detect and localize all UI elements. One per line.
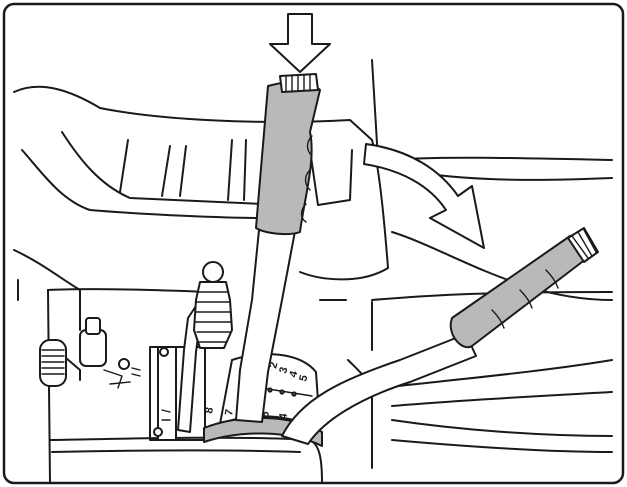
scale-lower-number-1: 8 [203, 406, 216, 414]
key-switch [79, 317, 141, 389]
side-panel [319, 156, 613, 469]
scale-upper-number-4: 4 [287, 369, 300, 379]
secondary-lever [177, 261, 233, 433]
scale-upper-number-3: 3 [277, 366, 290, 375]
rotate-down-arrow-icon [363, 143, 485, 249]
scale-upper-number-5: 5 [297, 374, 310, 383]
push-down-arrow-icon [269, 13, 331, 73]
mounting-plate [153, 346, 177, 441]
lever-lowered-position [281, 227, 599, 445]
left-knob [39, 339, 81, 387]
scale-lower-number-5: 4 [277, 412, 290, 421]
scale-lower-number-2: 7 [223, 408, 236, 416]
scale-lower-number-4: 5 [259, 410, 272, 418]
scale-upper-number-2: 2 [267, 361, 280, 370]
lever-raised-position [235, 73, 321, 423]
